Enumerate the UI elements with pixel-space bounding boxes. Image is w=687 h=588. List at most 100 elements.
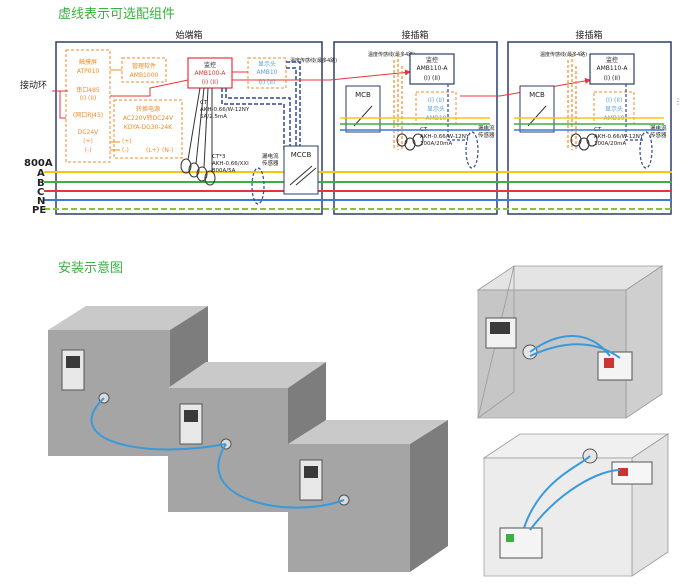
power-pin-minus: (-) <box>122 147 129 154</box>
plug-box-1-title: 接插箱 <box>401 29 428 41</box>
net-label: (网口RJ45) <box>73 112 103 119</box>
cabinet-2 <box>168 362 326 512</box>
plug1-ct-ratio: 100A/20mA <box>420 141 452 147</box>
plug1-ct-model: AKH-0.66/W-12NY <box>420 134 470 140</box>
monitor-amb100-ports: (I) (II) <box>202 79 219 86</box>
detail-box-top <box>476 265 664 419</box>
continuation-dots: ⋮ <box>674 97 682 106</box>
plug2-leak <box>639 131 653 169</box>
bus-label-n: N <box>37 196 45 207</box>
gateway-panel <box>65 49 111 163</box>
plug1-display-title: 显示头 <box>427 105 445 113</box>
cabinet-3 <box>288 420 448 572</box>
leak-start-1: 漏电流 <box>262 152 279 160</box>
serial-label: 串口485 <box>76 86 100 94</box>
gateway-model: ATP010 <box>77 68 100 75</box>
bus-label-pe: PE <box>32 205 46 216</box>
software-model: AMB1000 <box>130 72 159 79</box>
power-model: KDYA-DG30-24K <box>124 124 173 131</box>
temp-start: 温度传感线(最多4路) <box>290 57 337 64</box>
bus-label-a: A <box>37 168 45 179</box>
plug1-mcb-label: MCB <box>355 91 371 99</box>
power-pin-n: (N-) <box>162 147 173 154</box>
cable-1-2 <box>90 397 227 451</box>
leak-sensor-start <box>251 167 265 205</box>
ct1-ratio: 5A/2.5mA <box>200 114 227 120</box>
plug2-monitor-title: 监控 <box>606 56 618 64</box>
plug2-display-title: 显示头 <box>605 105 623 113</box>
plug2-leak-1: 漏电流 <box>650 124 667 132</box>
bus-label-b: B <box>37 178 45 189</box>
cable-2-3 <box>217 443 345 509</box>
monitor-amb100 <box>187 57 233 89</box>
plug1-display-ports: (I) (II) <box>428 97 445 104</box>
mccb-start <box>283 145 319 195</box>
start-box-title: 始端箱 <box>175 29 202 41</box>
power-panel <box>113 99 183 159</box>
plug2-leak-2: 传感器 <box>650 131 667 139</box>
power-pin-plus: (+) <box>122 138 132 145</box>
plug1-monitor <box>409 53 455 85</box>
plug-box-2-title: 接插箱 <box>575 29 602 41</box>
plug1-leak-1: 漏电流 <box>478 124 495 132</box>
plug2-temp: 温度传感线(最多4路) <box>540 51 587 58</box>
dc-label: DC24V <box>78 129 99 136</box>
detail-top-module <box>597 351 633 381</box>
ct3-model: AKH-0.66/XXI <box>212 161 249 167</box>
software-name: 管理软件 <box>132 62 156 70</box>
plug2-ct-model: AKH-0.66/W-12NY <box>594 134 644 140</box>
plug2-mcb-label: MCB <box>529 91 545 99</box>
plug1-leak-2: 传感器 <box>478 131 495 139</box>
ct3-ratio: 800A/5A <box>212 168 236 174</box>
detail-box-bottom <box>482 433 670 577</box>
plug1-temp: 温度传感线(最多4路) <box>368 51 415 58</box>
display-start <box>247 57 287 89</box>
bus-lines <box>44 171 672 210</box>
mccb-label: MCCB <box>291 151 312 159</box>
plug-box-2-content: 温度传感线(最多4路) 监控 AMB110-A (I) (II) (I) (II… <box>514 51 667 169</box>
wiring-header: 虚线表示可选配组件 <box>58 7 176 22</box>
plug1-monitor-model: AMB110-A <box>417 65 449 72</box>
display-start-title: 显示头 <box>258 60 276 68</box>
plug2-display-ports: (I) (II) <box>606 97 623 104</box>
dc-plus: (+) <box>83 138 93 145</box>
leak-start-2: 传感器 <box>262 159 279 167</box>
ct-coils-start <box>180 87 216 186</box>
cabinet-1 <box>48 306 208 456</box>
plug1-monitor-title: 监控 <box>426 56 438 64</box>
power-spec: AC220V转DC24V <box>123 114 174 122</box>
plug1-leak <box>465 131 479 169</box>
bus-label-c: C <box>37 187 44 198</box>
install-header: 安装示意图 <box>58 261 124 276</box>
display-start-model: AMB10 <box>256 69 277 76</box>
plug1-monitor-ports: (I) (II) <box>424 75 441 82</box>
software-panel <box>121 57 167 83</box>
detail-bottom-breaker <box>499 527 543 559</box>
serial-ports: (I) (II) <box>80 95 97 102</box>
plug2-ct-ratio: 100A/20mA <box>594 141 626 147</box>
ring-label: 接动环 <box>20 79 47 91</box>
temp-lines-start <box>221 61 301 150</box>
power-pin-l: (L+) <box>146 147 159 154</box>
bus-current-label: 800A <box>24 158 53 169</box>
comm-link-2 <box>460 77 591 97</box>
power-title: 转换电源 <box>136 105 160 113</box>
gateway-name: 触摸屏 <box>79 58 97 66</box>
ct3-title: CT*3 <box>212 154 226 160</box>
ct1-model: AKH-0.66/W-12NY <box>200 107 250 113</box>
plug-box-2 <box>507 41 672 215</box>
dc-minus: (-) <box>85 147 92 154</box>
ct1-title: CT <box>200 100 208 106</box>
comm-link-1 <box>232 69 411 81</box>
detail-bottom-module <box>611 461 653 485</box>
plug2-monitor-ports: (I) (II) <box>604 75 621 82</box>
plug-box-1-content: 温度传感线(最多4路) 监控 AMB110-A (I) (II) (I) (II… <box>340 51 495 169</box>
plug2-monitor-model: AMB110-A <box>597 65 629 72</box>
plug2-monitor <box>589 53 635 85</box>
display-start-ports: (I) (II) <box>259 79 276 86</box>
start-box <box>55 41 323 215</box>
monitor-amb100-model: AMB100-A <box>195 70 227 77</box>
monitor-amb100-title: 监控 <box>204 61 216 69</box>
plug-box-1 <box>333 41 498 215</box>
